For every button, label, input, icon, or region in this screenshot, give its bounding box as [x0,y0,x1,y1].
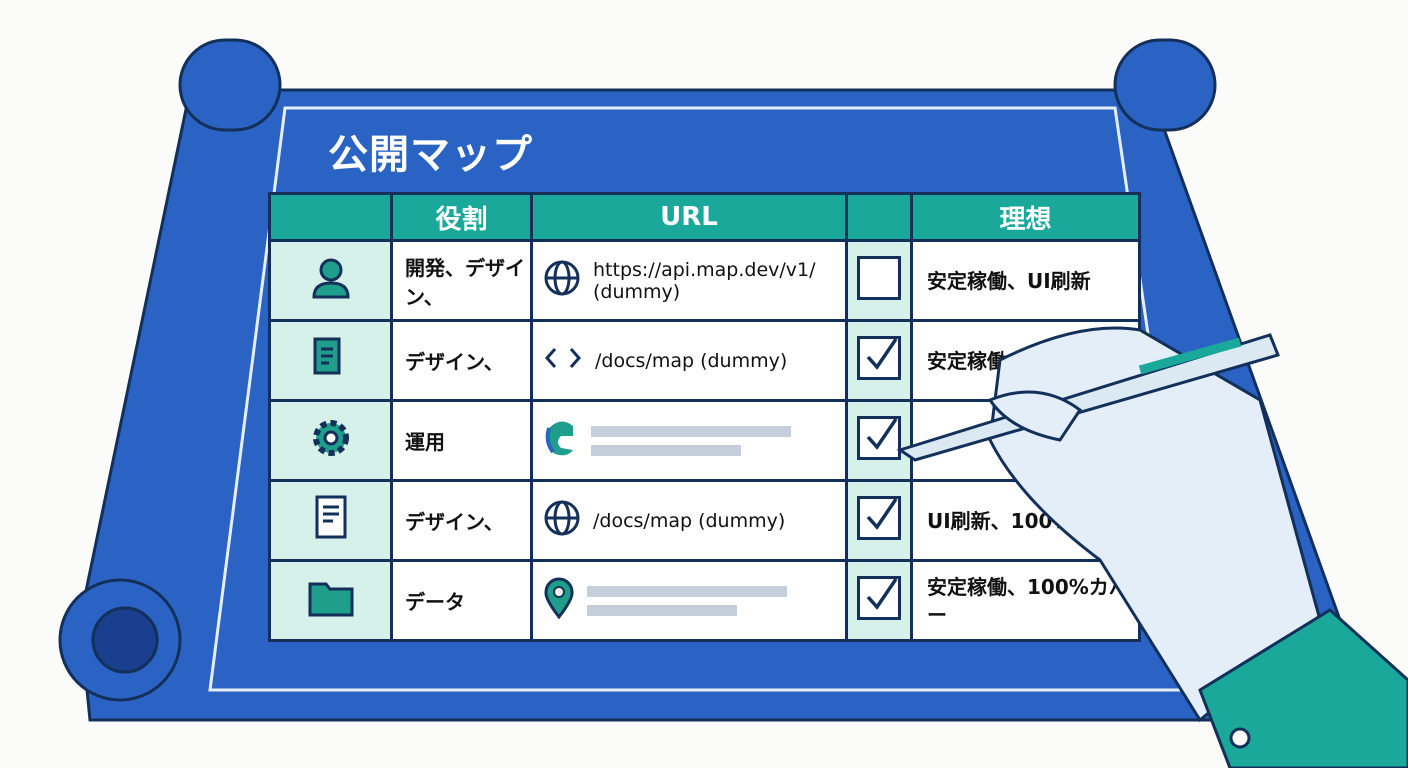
table-row: データ 安定稼働、100%カバー [268,559,1141,642]
url-text[interactable]: https://api.map.dev/v1/ (dummy) [593,258,816,303]
url-cell [530,399,848,482]
url-placeholder [587,585,787,616]
url-text[interactable]: /docs/map (dummy) [595,349,788,372]
url-cell: /docs/map (dummy) [530,479,848,562]
table-row: 運用 [268,399,1141,482]
checkmark-icon [866,498,898,530]
role-cell: デザイン、 [390,319,533,402]
user-icon [306,258,356,308]
edge-logo-icon [543,418,579,463]
table-row: デザイン、 /docs/map (dummy) 安定稼働、100% [268,319,1141,402]
status-checkbox-cell [845,559,913,642]
status-checkbox[interactable] [857,336,901,380]
globe-icon [543,499,581,542]
header-icon [268,192,393,242]
row-icon-cell [268,479,393,562]
url-cell: https://api.map.dev/v1/ (dummy) [530,239,848,322]
url-text[interactable]: /docs/map (dummy) [593,509,786,532]
url-cell: /docs/map (dummy) [530,319,848,402]
ideal-cell: UI刷新、100%カバー [910,479,1141,562]
public-map-table: 役割 URL 理想 開発、デザイン、 https://api.map.dev/v… [268,192,1141,642]
role-cell: 開発、デザイン、 [390,239,533,322]
status-checkbox[interactable] [857,576,901,620]
row-icon-cell [268,559,393,642]
globe-icon [543,259,581,302]
status-checkbox-cell [845,399,913,482]
role-cell: デザイン、 [390,479,533,562]
map-pin-icon [543,577,575,624]
code-icon [543,343,583,378]
gear-icon [306,420,356,468]
ideal-cell: 安定稼働、100%カバー [910,559,1141,642]
page-title: 公開マップ [328,132,533,178]
document-icon [309,337,353,388]
header-url: URL [530,192,848,242]
status-checkbox-cell [845,239,913,322]
table-row: 開発、デザイン、 https://api.map.dev/v1/ (dummy)… [268,239,1141,322]
row-icon-cell [268,319,393,402]
header-role: 役割 [390,192,533,242]
ideal-cell [910,399,1141,482]
checkmark-icon [866,338,898,370]
folder-icon [306,582,356,625]
status-checkbox[interactable] [857,256,901,300]
row-icon-cell [268,239,393,322]
checkmark-icon [866,578,898,610]
header-ideal: 理想 [910,192,1141,242]
checkmark-icon [866,418,898,450]
status-checkbox[interactable] [857,416,901,460]
role-cell: 運用 [390,399,533,482]
role-cell: データ [390,559,533,642]
file-icon [309,495,353,548]
table-row: デザイン、 /docs/map (dummy) UI刷新、100%カバー [268,479,1141,562]
url-cell [530,559,848,642]
ideal-cell: 安定稼働、UI刷新 [910,239,1141,322]
status-checkbox-cell [845,319,913,402]
url-placeholder [591,425,791,456]
table-header: 役割 URL 理想 [268,192,1141,242]
status-checkbox-cell [845,479,913,562]
header-check [845,192,913,242]
row-icon-cell [268,399,393,482]
status-checkbox[interactable] [857,496,901,540]
ideal-cell: 安定稼働、100% [910,319,1141,402]
